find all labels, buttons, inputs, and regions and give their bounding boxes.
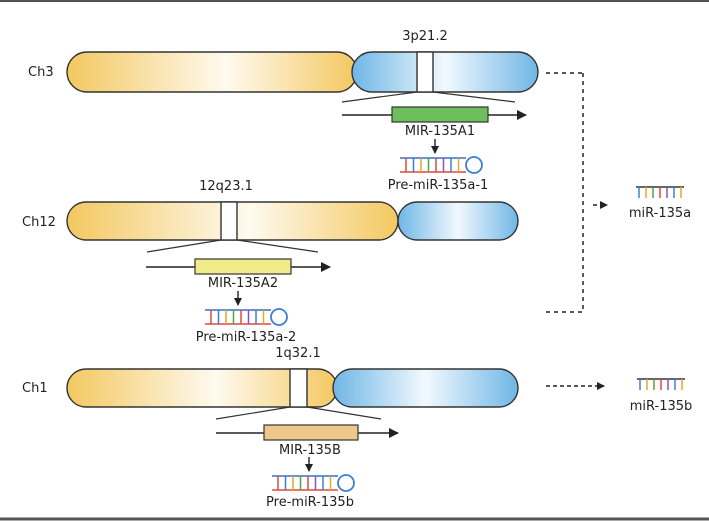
ch3-gene-box — [391, 106, 489, 123]
ch3-band-label: 3p21.2 — [402, 29, 447, 44]
ch3-hairpin-icon — [400, 156, 483, 174]
ch12-zoom-left — [146, 239, 222, 253]
ch1-zoom-left — [215, 406, 291, 420]
mir-135b-duplex-icon — [637, 378, 685, 390]
ch12-q-arm — [397, 201, 519, 241]
mir-135a-duplex-icon — [636, 186, 684, 198]
mir-135b-label: miR-135b — [630, 399, 693, 414]
ch1-precursor-label: Pre-miR-135b — [266, 495, 354, 510]
ch12-band-marker — [220, 201, 238, 241]
ch1-gene-box — [263, 424, 359, 441]
ch1-zoom-right — [306, 406, 382, 420]
ch1-band-marker — [289, 368, 308, 408]
mir-135a-label: miR-135a — [629, 206, 691, 221]
ch1-hairpin-icon — [272, 474, 355, 492]
ch1-band-label: 1q32.1 — [275, 346, 320, 361]
hairpin-loop — [270, 308, 288, 326]
ch12-precursor-label: Pre-miR-135a-2 — [196, 330, 297, 345]
ch3-label: Ch3 — [28, 65, 54, 80]
ch3-zoom-right — [432, 91, 516, 103]
ch3-q-arm — [351, 51, 539, 93]
ch12-hairpin-icon — [205, 308, 288, 326]
hairpin-loop — [337, 474, 355, 492]
ch1-q-arm — [332, 368, 519, 408]
ch12-gene-label: MIR-135A2 — [208, 276, 278, 291]
ch12-band-label: 12q23.1 — [199, 179, 253, 194]
ch12-label: Ch12 — [22, 215, 56, 230]
ch3-zoom-left — [341, 91, 418, 103]
hairpin-loop — [465, 156, 483, 174]
ch3-gene-label: MIR-135A1 — [405, 124, 475, 139]
ch12-gene-box — [194, 258, 292, 275]
ch3-precursor-label: Pre-miR-135a-1 — [388, 178, 489, 193]
ch12-zoom-right — [236, 239, 319, 253]
ch3-band-marker — [416, 51, 434, 93]
ch1-gene-label: MIR-135B — [279, 443, 341, 458]
ch1-label: Ch1 — [22, 381, 48, 396]
ch3-p-arm — [66, 51, 358, 93]
